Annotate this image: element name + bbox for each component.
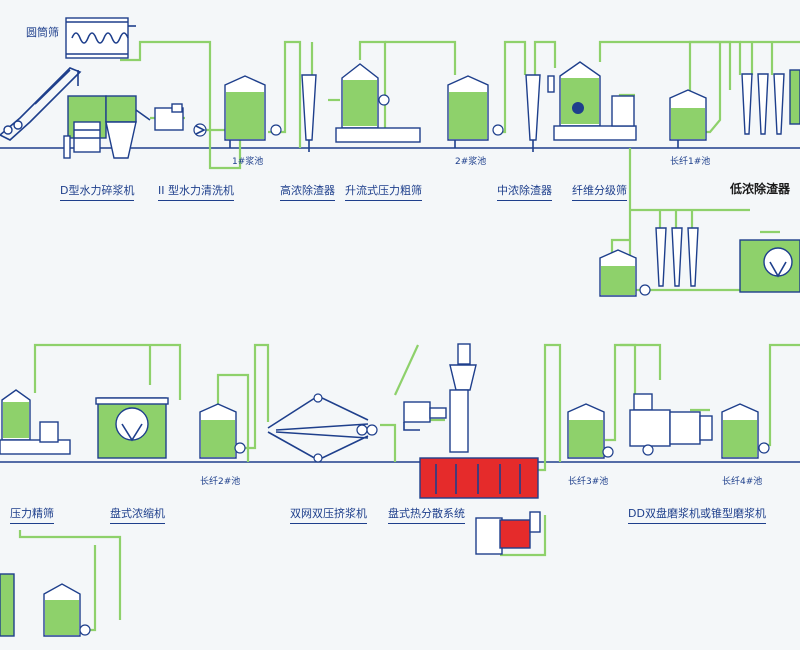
bottom-left-units	[0, 573, 91, 637]
tank-label-long3: 长纤3#池	[568, 477, 609, 487]
pressure-fine-screen	[0, 389, 71, 455]
hd-cleaner	[301, 74, 317, 152]
label-hd-cleaner: 高浓除渣器	[280, 182, 335, 201]
label-d-pulper: D型水力碎浆机	[60, 182, 135, 201]
disc-thickener	[95, 397, 169, 459]
twin-wire-press	[267, 393, 378, 463]
cleaner-bank-top	[741, 69, 800, 135]
label-twin-wire: 双网双压挤浆机	[290, 505, 367, 524]
d-pulper	[63, 95, 107, 159]
tank-long2	[199, 403, 246, 459]
drum-screen	[65, 17, 136, 59]
tank-label-long2: 长纤2#池	[200, 477, 241, 487]
label-fiber-fractionator: 纤维分级筛	[572, 182, 627, 201]
tank-label-long4: 长纤4#池	[722, 477, 763, 487]
disperser-system	[403, 343, 541, 555]
tank-long3	[567, 403, 614, 459]
label-ld-cleaner: 低浓除渣器	[730, 182, 791, 196]
conveyor	[0, 67, 82, 141]
ld-thickener	[739, 239, 800, 293]
label-pressure-coarse: 升流式压力粗筛	[345, 182, 422, 201]
dd-refiner	[629, 393, 713, 456]
tank-pulp2	[447, 75, 504, 148]
label-disperser: 盘式热分散系统	[388, 505, 465, 524]
tank-pulp1	[224, 75, 282, 148]
washer	[105, 95, 151, 159]
label-fine-screen: 压力精筛	[10, 505, 54, 524]
md-cleaner	[525, 74, 555, 152]
tank-label-long1: 长纤1#池	[670, 157, 711, 167]
label-washer: II 型水力清洗机	[158, 182, 234, 201]
ld-tank	[599, 249, 651, 297]
label-refiner: DD双盘磨浆机或锥型磨浆机	[628, 505, 766, 524]
tank-long1	[669, 89, 707, 148]
label-drum-screen: 圆筒筛	[26, 26, 59, 39]
tank-label-pulp2: 2#浆池	[455, 157, 487, 167]
pressure-coarse-screen	[335, 63, 421, 143]
fiber-fractionator	[553, 61, 637, 141]
pump	[154, 103, 207, 137]
label-disc-thickener: 盘式浓缩机	[110, 505, 165, 524]
row2-pipes	[18, 343, 800, 632]
ld-cleaners	[655, 227, 699, 287]
tank-label-pulp1: 1#浆池	[232, 157, 264, 167]
label-md-cleaner: 中浓除渣器	[497, 182, 552, 201]
tank-long4	[721, 403, 770, 459]
